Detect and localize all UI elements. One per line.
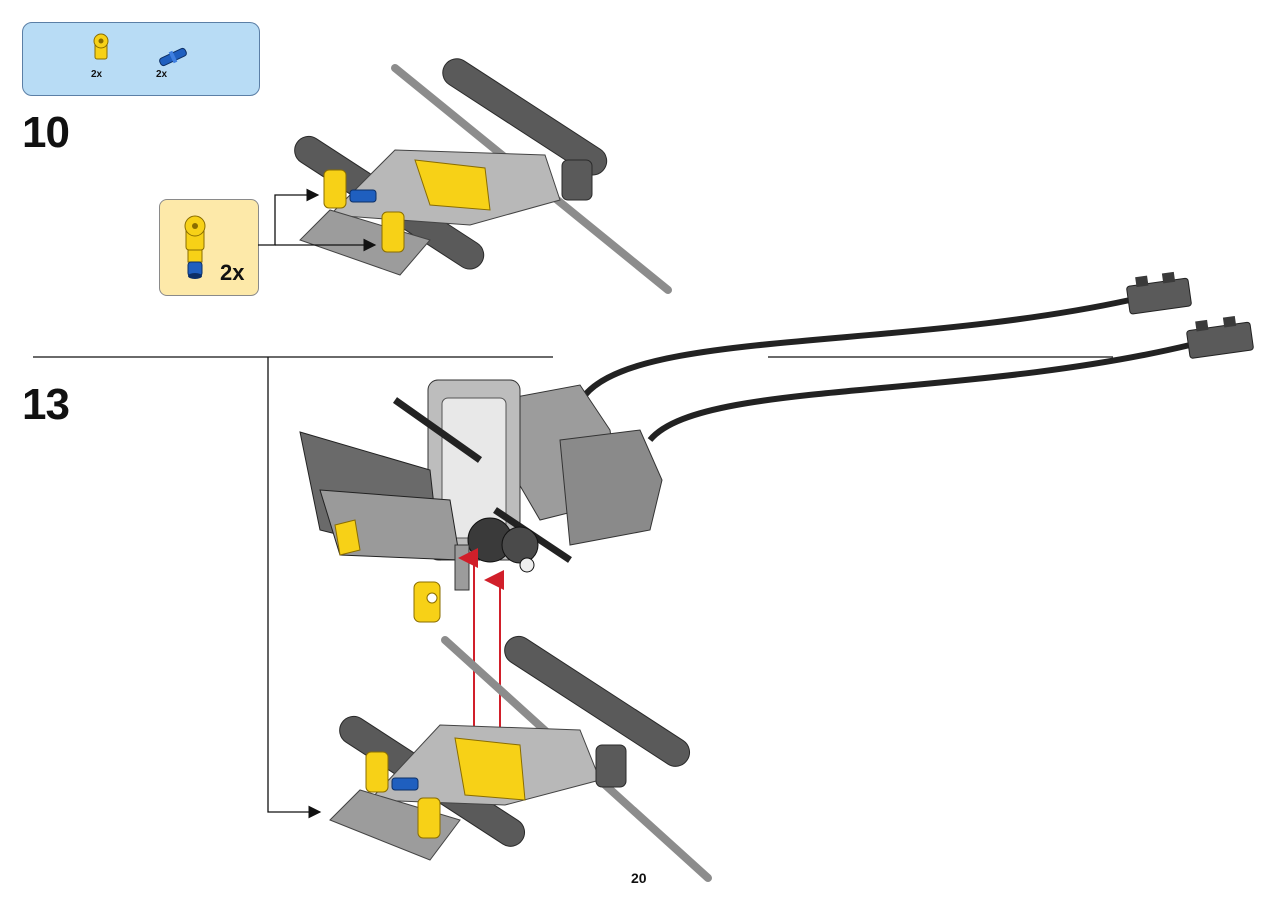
parts-list-callout: 2x 2x (22, 22, 260, 96)
yellow-blue-pin-assembly-icon (184, 215, 206, 279)
step-number-10: 10 (22, 108, 70, 157)
yellow-axle-pin-connector-icon (93, 33, 109, 60)
step-10-model (294, 58, 672, 294)
sub-assembly-callout: 2x (159, 199, 259, 296)
sub-assembly-qty: 2x (220, 260, 245, 285)
parts-qty-1: 2x (91, 69, 103, 80)
blue-axle-pin-icon (159, 47, 187, 67)
motor-assembly (299, 271, 1254, 623)
page-number: 20 (631, 870, 647, 886)
step-number-13: 13 (22, 380, 70, 429)
parts-qty-2: 2x (156, 69, 168, 80)
step-13-base-model (329, 635, 712, 882)
